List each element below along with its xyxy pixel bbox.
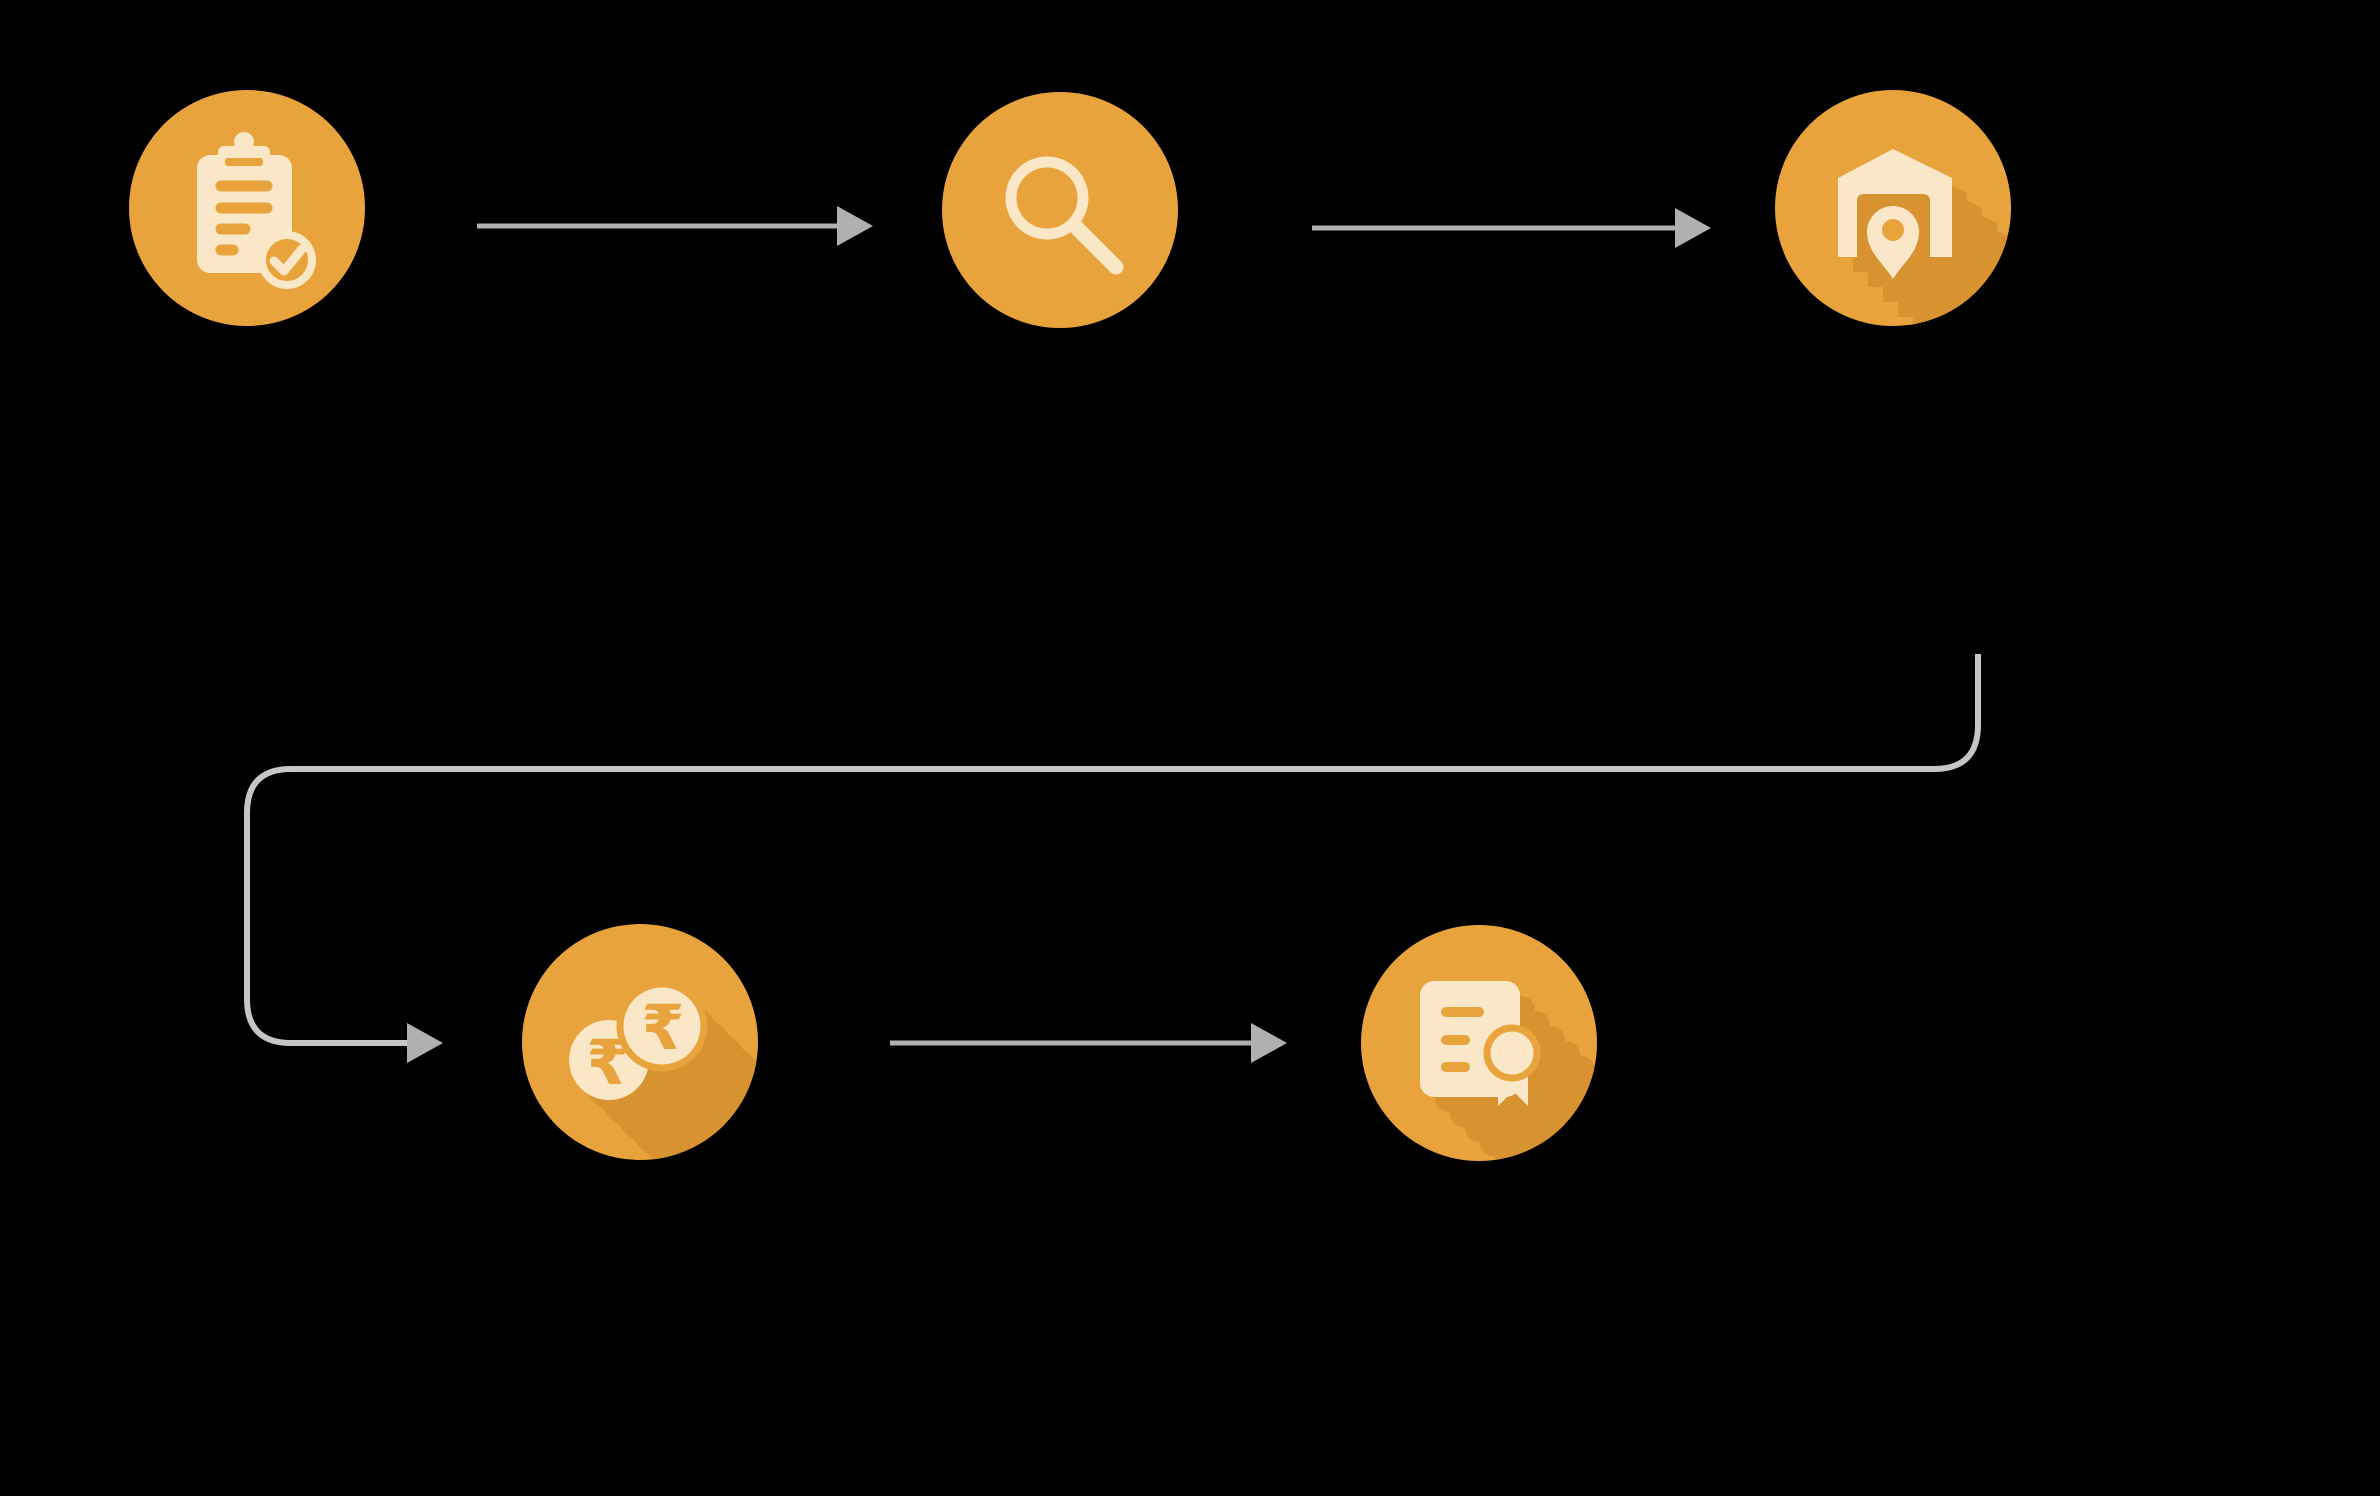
elbow-connector-step3-step4: [244, 654, 1981, 1063]
arrow-step1-step2: [477, 206, 873, 246]
home-location-pin-icon: [1838, 149, 1952, 279]
check-badge-icon: [258, 231, 316, 289]
step-node-5: [1361, 925, 1597, 1161]
step-2-circle: [942, 92, 1178, 328]
arrowhead-icon: [837, 206, 873, 246]
search-icon: [1005, 156, 1124, 275]
certificate-icon: [1420, 981, 1541, 1106]
step-node-4: ₹ ₹: [522, 924, 758, 1160]
step-node-2: [942, 92, 1178, 328]
arrowhead-icon: [1675, 208, 1711, 248]
arrow-step2-step3: [1312, 208, 1711, 248]
rupee-symbol-front: ₹: [641, 991, 684, 1064]
arrowhead-icon: [1251, 1023, 1287, 1063]
arrow-step4-step5: [890, 1023, 1287, 1063]
step-node-3: [1775, 90, 2011, 326]
step-node-1: [129, 90, 365, 326]
arrowhead-icon: [407, 1023, 443, 1063]
seal-icon: [1483, 1024, 1541, 1082]
clipboard-check-icon: [197, 132, 316, 289]
rupee-coins-icon: ₹ ₹: [569, 980, 708, 1100]
